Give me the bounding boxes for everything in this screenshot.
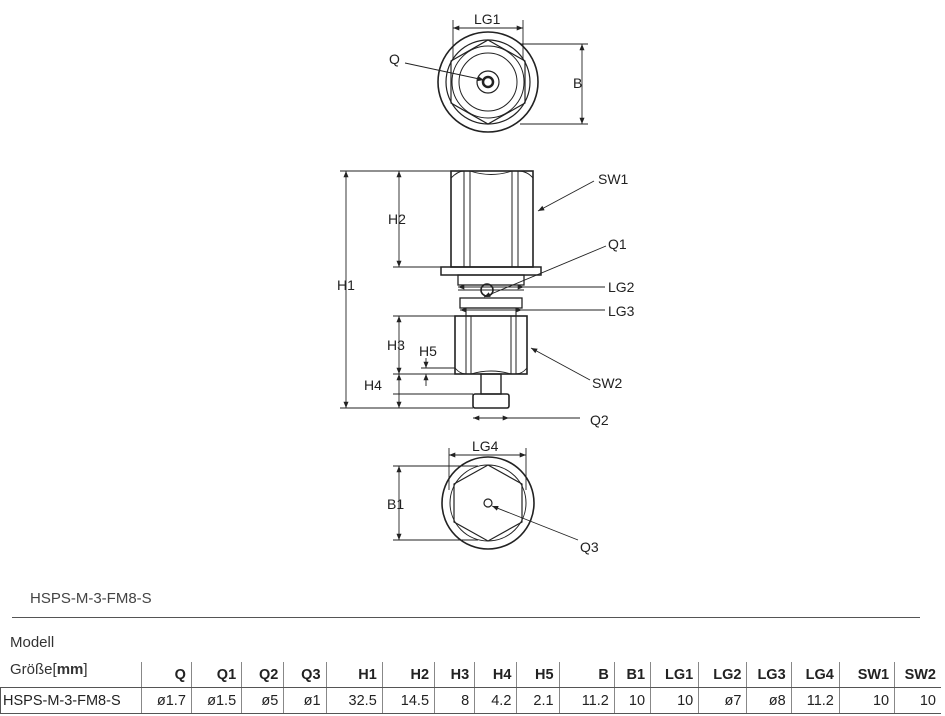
column-header: SW1 bbox=[838, 662, 895, 688]
label-q2: Q2 bbox=[590, 412, 609, 428]
table-cell: 10 bbox=[613, 687, 651, 714]
spec-table: Q Q1 Q2 Q3 H1 H2 H3 H4 H5 B B1 LG1 LG2 L… bbox=[0, 662, 941, 714]
label-h1: H1 bbox=[337, 277, 355, 293]
column-header: LG1 bbox=[650, 662, 699, 688]
column-header: H3 bbox=[434, 662, 475, 688]
table-cell: 10 bbox=[838, 687, 895, 714]
side-view bbox=[340, 170, 607, 421]
label-h5: H5 bbox=[419, 343, 437, 359]
label-h2: H2 bbox=[388, 211, 406, 227]
table-cell: 8 bbox=[434, 687, 475, 714]
header-spacer bbox=[0, 662, 142, 688]
label-lg4: LG4 bbox=[472, 438, 499, 454]
divider bbox=[12, 617, 920, 618]
table-cell: ø1.7 bbox=[140, 687, 192, 714]
label-h3: H3 bbox=[387, 337, 405, 353]
bottom-view bbox=[393, 448, 579, 550]
table-cell: 11.2 bbox=[790, 687, 840, 714]
table-cell: 14.5 bbox=[381, 687, 435, 714]
column-header: B1 bbox=[613, 662, 651, 688]
technical-drawing: LG1 Q B bbox=[337, 11, 635, 555]
model-cell: HSPS-M-3-FM8-S bbox=[0, 687, 142, 714]
top-view bbox=[404, 20, 588, 133]
table-cell: ø5 bbox=[241, 687, 284, 714]
table-row: HSPS-M-3-FM8-S ø1.7 ø1.5 ø5 ø1 32.5 14.5… bbox=[0, 687, 941, 714]
column-header: Q1 bbox=[190, 662, 242, 688]
header-modell: Modell bbox=[10, 634, 55, 651]
column-header: LG3 bbox=[746, 662, 792, 688]
label-q1: Q1 bbox=[608, 236, 627, 252]
column-header: H5 bbox=[516, 662, 560, 688]
label-sw2: SW2 bbox=[592, 375, 623, 391]
table-cell: ø1.5 bbox=[190, 687, 242, 714]
table-cell: ø1 bbox=[283, 687, 327, 714]
label-q3: Q3 bbox=[580, 539, 599, 555]
column-header: Q2 bbox=[241, 662, 284, 688]
table-cell: 4.2 bbox=[474, 687, 517, 714]
table-cell: 10 bbox=[650, 687, 699, 714]
column-header: H2 bbox=[381, 662, 435, 688]
table-cell: 11.2 bbox=[558, 687, 615, 714]
label-b1: B1 bbox=[387, 496, 404, 512]
column-header: SW2 bbox=[894, 662, 941, 688]
table-cell: ø7 bbox=[698, 687, 747, 714]
column-header: H4 bbox=[474, 662, 517, 688]
column-header: LG2 bbox=[698, 662, 747, 688]
label-sw1: SW1 bbox=[598, 171, 629, 187]
table-cell: 2.1 bbox=[516, 687, 560, 714]
table-cell: ø8 bbox=[746, 687, 792, 714]
label-h4: H4 bbox=[364, 377, 382, 393]
column-header: B bbox=[558, 662, 615, 688]
label-q: Q bbox=[389, 51, 400, 67]
label-b: B bbox=[573, 75, 582, 91]
table-cell: 10 bbox=[894, 687, 941, 714]
label-lg3: LG3 bbox=[608, 303, 635, 319]
table-cell: 32.5 bbox=[325, 687, 383, 714]
label-lg2: LG2 bbox=[608, 279, 635, 295]
label-lg1: LG1 bbox=[474, 11, 501, 27]
column-header: LG4 bbox=[790, 662, 840, 688]
column-header: Q bbox=[140, 662, 192, 688]
table-header-row: Q Q1 Q2 Q3 H1 H2 H3 H4 H5 B B1 LG1 LG2 L… bbox=[0, 662, 941, 688]
column-header: H1 bbox=[325, 662, 383, 688]
model-caption: HSPS-M-3-FM8-S bbox=[30, 590, 152, 607]
column-header: Q3 bbox=[283, 662, 327, 688]
